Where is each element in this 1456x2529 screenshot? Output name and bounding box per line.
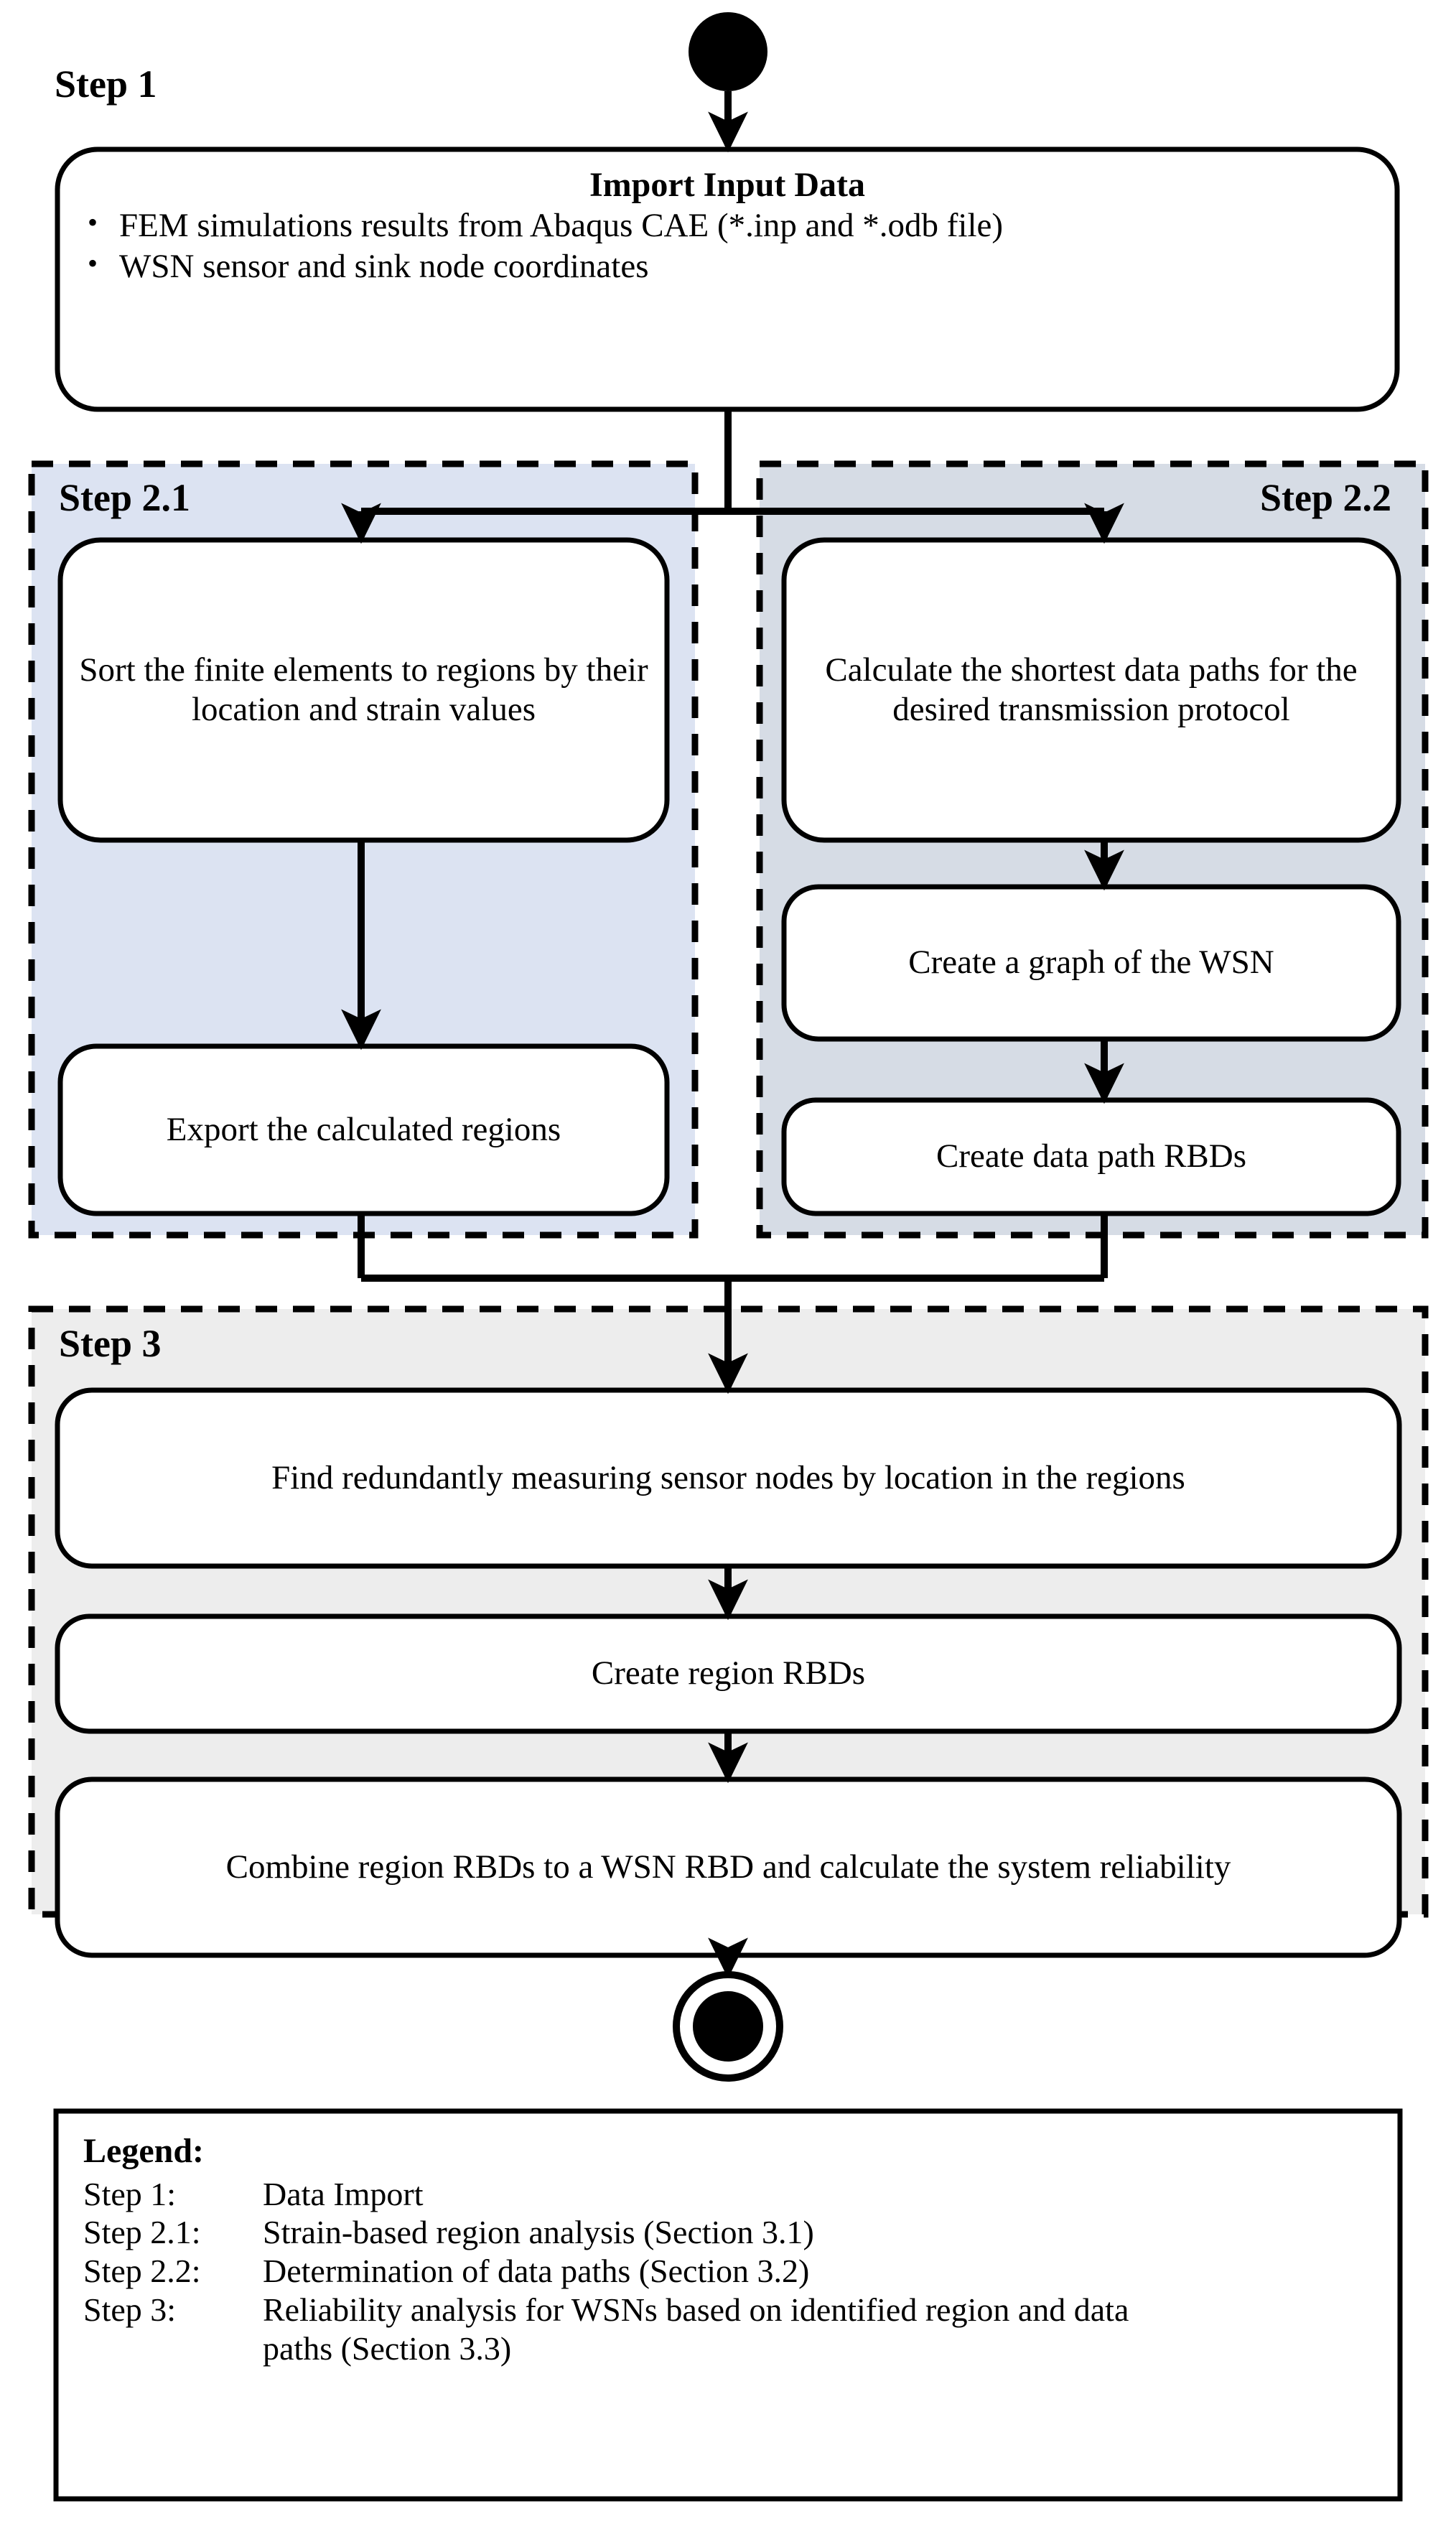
node-label-combine-region-rbds: Combine region RBDs to a WSN RBD and cal… <box>225 1848 1231 1886</box>
bullet-text: FEM simulations results from Abaqus CAE … <box>119 206 1004 244</box>
bullet-icon: • <box>88 247 98 280</box>
bullet-text: WSN sensor and sink node coordinates <box>119 248 649 286</box>
node-label-create-data-path-rbds: Create data path RBDs <box>935 1137 1247 1175</box>
legend-box <box>53 2108 1403 2502</box>
legend-key: Step 3: <box>83 2291 177 2329</box>
list-item: • WSN sensor and sink node coordinates <box>75 247 1380 287</box>
legend-value: Data Import <box>263 2175 424 2212</box>
legend-key: Step 1: <box>83 2175 177 2212</box>
legend-key: Step 2.2: <box>83 2253 201 2290</box>
step-1-bullet-list: • FEM simulations results from Abaqus CA… <box>75 206 1380 287</box>
legend-row-step-1: Step 1: Data Import <box>83 2175 1376 2214</box>
legend-row-step-3: Step 3: Reliability analysis for WSNs ba… <box>83 2291 1376 2368</box>
node-label-export-regions: Export the calculated regions <box>166 1110 561 1148</box>
legend-value: Reliability analysis for WSNs based on i… <box>263 2291 1129 2367</box>
node-label-find-redundant-sensors: Find redundantly measuring sensor nodes … <box>271 1458 1185 1496</box>
legend-key: Step 2.1: <box>83 2214 201 2251</box>
node-label-create-graph: Create a graph of the WSN <box>908 944 1274 982</box>
legend-content: Legend: Step 1: Data Import Step 2.1: St… <box>83 2131 1376 2368</box>
end-node-core <box>693 1991 763 2062</box>
legend-value: Strain-based region analysis (Section 3.… <box>263 2214 814 2251</box>
node-label-sort-finite-elements: Sort the finite elements to regions by t… <box>79 651 648 728</box>
legend-row-step-2-2: Step 2.2: Determination of data paths (S… <box>83 2252 1376 2291</box>
list-item: • FEM simulations results from Abaqus CA… <box>75 206 1380 246</box>
group-label-step-2-1: Step 2.1 <box>59 476 191 519</box>
legend-title: Legend: <box>83 2132 204 2170</box>
group-label-step-1: Step 1 <box>55 62 157 106</box>
group-label-step-3: Step 3 <box>59 1322 162 1365</box>
legend-row-step-2-1: Step 2.1: Strain-based region analysis (… <box>83 2213 1376 2252</box>
node-label-calculate-shortest-paths: Calculate the shortest data paths for th… <box>825 651 1358 728</box>
legend-value: Determination of data paths (Section 3.2… <box>263 2253 810 2290</box>
bullet-icon: • <box>88 205 98 238</box>
node-label-create-region-rbds: Create region RBDs <box>591 1654 866 1692</box>
start-node <box>689 12 767 91</box>
step-1-node-title: Import Input Data <box>589 166 866 204</box>
step-1-node-content: Import Input Data • FEM simulations resu… <box>75 165 1380 289</box>
group-label-step-2-2: Step 2.2 <box>1259 476 1391 519</box>
